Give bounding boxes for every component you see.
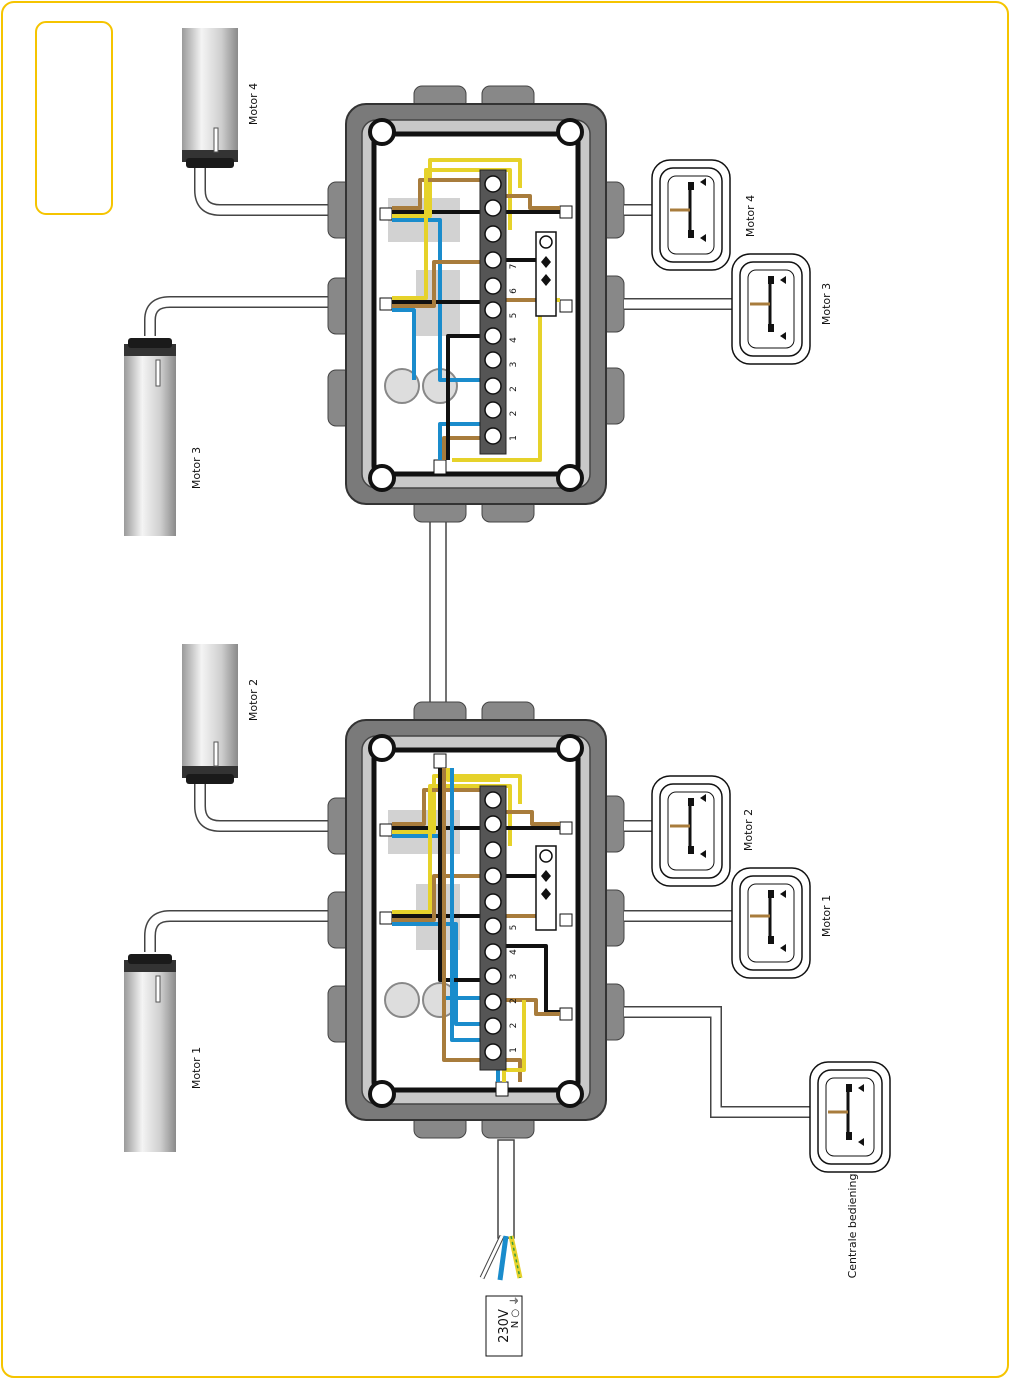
terminal-number: 4 [509, 337, 519, 343]
terminal-number: 1 [509, 1047, 519, 1053]
motor-4-tube [182, 28, 330, 216]
terminal-number: 1 [509, 435, 519, 441]
supply-symbols-label: N ○ ⏚ [509, 1296, 521, 1329]
switch-motor-2-label: Motor 2 [742, 809, 755, 851]
terminal-number: 2 [509, 411, 519, 417]
central-control-label: Centrale bediening [846, 1174, 859, 1279]
supply-voltage-label: 230V [497, 1309, 512, 1343]
terminal-number: 4 [509, 949, 519, 955]
switch-motor-1[interactable] [731, 867, 811, 979]
terminal-number: 5 [509, 925, 519, 931]
terminal-number: 5 [509, 313, 519, 319]
terminal-numbers-top: 1 2 2 3 4 5 6 7 [509, 264, 519, 441]
terminal-number: 2 [509, 1023, 519, 1029]
inter-box-cable [429, 519, 447, 727]
switch-motor-4-label: Motor 4 [744, 195, 757, 237]
switch-motor-2[interactable] [651, 775, 731, 887]
supply-label-box: 230V N ○ ⏚ [485, 1295, 523, 1357]
corner-bracket [35, 21, 113, 215]
switch-motor-3-label: Motor 3 [820, 283, 833, 325]
switch-central-control[interactable] [809, 1061, 891, 1173]
terminal-number: 3 [509, 362, 519, 368]
motor-1-tube [124, 910, 330, 1152]
motor-1-label: Motor 1 [190, 1047, 203, 1089]
terminal-number: 3 [509, 974, 519, 980]
terminal-number: 2 [509, 386, 519, 392]
terminal-number: 7 [509, 264, 519, 270]
switch-motor-1-label: Motor 1 [820, 895, 833, 937]
junction-box-top [327, 85, 625, 523]
switch-motor-4[interactable] [651, 159, 731, 271]
motor-3-label: Motor 3 [190, 447, 203, 489]
motor-3-tube [124, 296, 330, 536]
switch-motor-3[interactable] [731, 253, 811, 365]
terminal-number: 6 [509, 288, 519, 294]
motor-2-label: Motor 2 [247, 679, 260, 721]
terminal-number: 2 [509, 998, 519, 1004]
motor-2-tube [182, 644, 330, 832]
motor-4-label: Motor 4 [247, 83, 260, 125]
junction-box-bottom [327, 701, 625, 1139]
supply-cable [479, 1139, 523, 1281]
terminal-numbers-bottom: 1 2 2 3 4 5 [509, 925, 519, 1053]
